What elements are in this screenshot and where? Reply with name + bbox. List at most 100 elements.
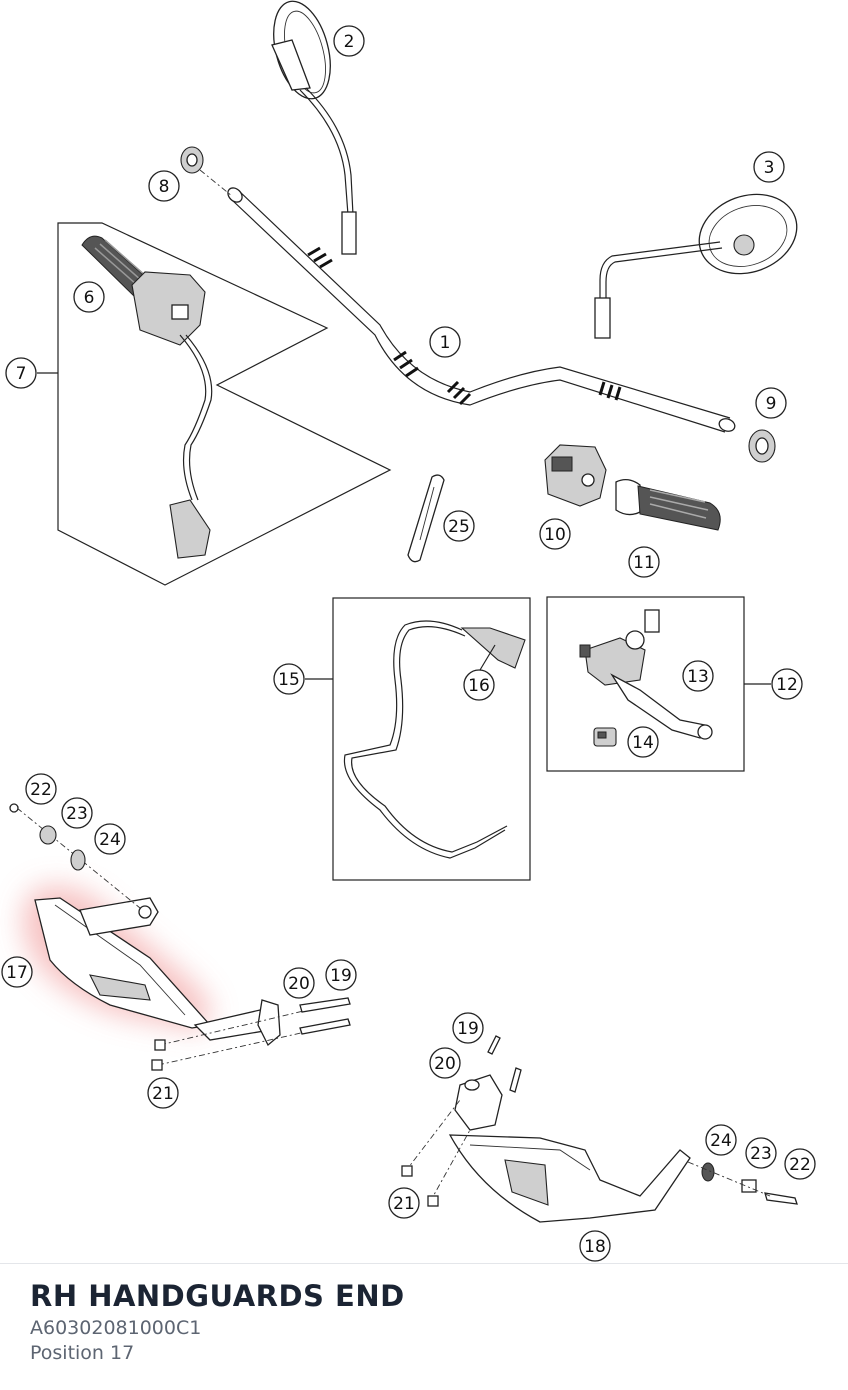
callout-18[interactable]: 18 [579, 1230, 611, 1262]
part-position: Position 17 [30, 1342, 135, 1364]
right-switch-part-10[interactable] [544, 444, 607, 507]
callout-circle [283, 967, 315, 999]
clutch-cable-part[interactable] [343, 620, 526, 859]
callout-21b[interactable]: 21 [388, 1187, 420, 1219]
right-mount-hardware[interactable] [401, 1035, 798, 1207]
callout-circle [463, 669, 495, 701]
tool-part-25[interactable] [407, 474, 445, 563]
callout-6[interactable]: 6 [73, 281, 105, 313]
callout-21a[interactable]: 21 [147, 1077, 179, 1109]
callout-label: 23 [66, 804, 88, 824]
callout-circle [784, 1148, 816, 1180]
left-mount-hardware[interactable] [9, 803, 351, 1071]
callout-label: 8 [159, 177, 170, 197]
callout-label: 11 [633, 553, 655, 573]
callout-label: 20 [434, 1054, 456, 1074]
callout-label: 6 [84, 288, 95, 308]
callout-circle [771, 668, 803, 700]
callout-16[interactable]: 16 [463, 669, 495, 701]
callout-label: 20 [288, 974, 310, 994]
callout-circle [539, 518, 571, 550]
group-7-outline [57, 222, 392, 586]
callout-circle [429, 1047, 461, 1079]
callout-label: 21 [393, 1194, 415, 1214]
callout-circle [333, 25, 365, 57]
handguard-part-17[interactable] [34, 897, 212, 1029]
callout-20b[interactable]: 20 [429, 1047, 461, 1079]
callout-label: 2 [344, 32, 355, 52]
callout-label: 7 [16, 364, 27, 384]
exploded-parts-diagram: 1236789101112131415161718252223242019211… [1, 0, 816, 1262]
leader-16 [479, 644, 496, 671]
callout-label: 12 [776, 675, 798, 695]
callout-label: 22 [789, 1155, 811, 1175]
callout-24b[interactable]: 24 [705, 1124, 737, 1156]
callout-1[interactable]: 1 [429, 326, 461, 358]
callout-7[interactable]: 7 [5, 357, 37, 389]
callout-circle [5, 357, 37, 389]
mirror-left-part[interactable] [264, 0, 357, 255]
handlebar-part[interactable] [225, 185, 736, 433]
callout-13[interactable]: 13 [682, 660, 714, 692]
callout-circle [25, 773, 57, 805]
callout-17[interactable]: 17 [1, 956, 33, 988]
callout-label: 24 [710, 1131, 732, 1151]
callout-circle [147, 1077, 179, 1109]
callout-circle [627, 726, 659, 758]
callout-12[interactable]: 12 [771, 668, 803, 700]
callout-circle [1, 956, 33, 988]
footer-divider [0, 1263, 848, 1264]
callout-14[interactable]: 14 [627, 726, 659, 758]
callout-circle [429, 326, 461, 358]
callout-11[interactable]: 11 [628, 546, 660, 578]
callout-10[interactable]: 10 [539, 518, 571, 550]
callout-circle [61, 797, 93, 829]
callout-3[interactable]: 3 [753, 151, 785, 183]
callout-22b[interactable]: 22 [784, 1148, 816, 1180]
callout-23a[interactable]: 23 [61, 797, 93, 829]
callout-circle [443, 510, 475, 542]
callout-circle [682, 660, 714, 692]
callout-2[interactable]: 2 [333, 25, 365, 57]
callout-label: 1 [440, 333, 451, 353]
callout-label: 10 [544, 525, 566, 545]
callout-circle [579, 1230, 611, 1262]
callout-circle [148, 170, 180, 202]
callout-circle [73, 281, 105, 313]
handguard-part-18[interactable] [448, 1134, 691, 1223]
callout-label: 3 [764, 158, 775, 178]
callout-label: 24 [99, 830, 121, 850]
callout-9[interactable]: 9 [755, 387, 787, 419]
callout-label: 9 [766, 394, 777, 414]
callout-15[interactable]: 15 [273, 663, 305, 695]
callout-circle [94, 823, 126, 855]
callout-20a[interactable]: 20 [283, 967, 315, 999]
callout-circle [753, 151, 785, 183]
bar-end-weight-8[interactable] [180, 146, 233, 197]
callout-circle [745, 1137, 777, 1169]
callout-22a[interactable]: 22 [25, 773, 57, 805]
part-title: RH HANDGUARDS END [30, 1279, 405, 1313]
callout-label: 25 [448, 517, 470, 537]
callout-label: 22 [30, 780, 52, 800]
callout-label: 15 [278, 670, 300, 690]
callout-19a[interactable]: 19 [325, 959, 357, 991]
clutch-lever-part-13[interactable] [579, 609, 713, 740]
callout-circle [755, 387, 787, 419]
right-grip-part-11[interactable] [615, 478, 721, 531]
callout-circle [273, 663, 305, 695]
callout-25[interactable]: 25 [443, 510, 475, 542]
callout-23b[interactable]: 23 [745, 1137, 777, 1169]
mirror-right-part[interactable] [594, 181, 808, 339]
bar-end-weight-9[interactable] [748, 429, 776, 463]
part-number: A60302081000C1 [30, 1317, 202, 1339]
callout-8[interactable]: 8 [148, 170, 180, 202]
callout-24a[interactable]: 24 [94, 823, 126, 855]
callout-label: 13 [687, 667, 709, 687]
callout-circle [452, 1012, 484, 1044]
callout-circle [705, 1124, 737, 1156]
callout-19b[interactable]: 19 [452, 1012, 484, 1044]
switch-part-14[interactable] [593, 727, 617, 747]
left-switch-housing[interactable] [131, 271, 213, 559]
